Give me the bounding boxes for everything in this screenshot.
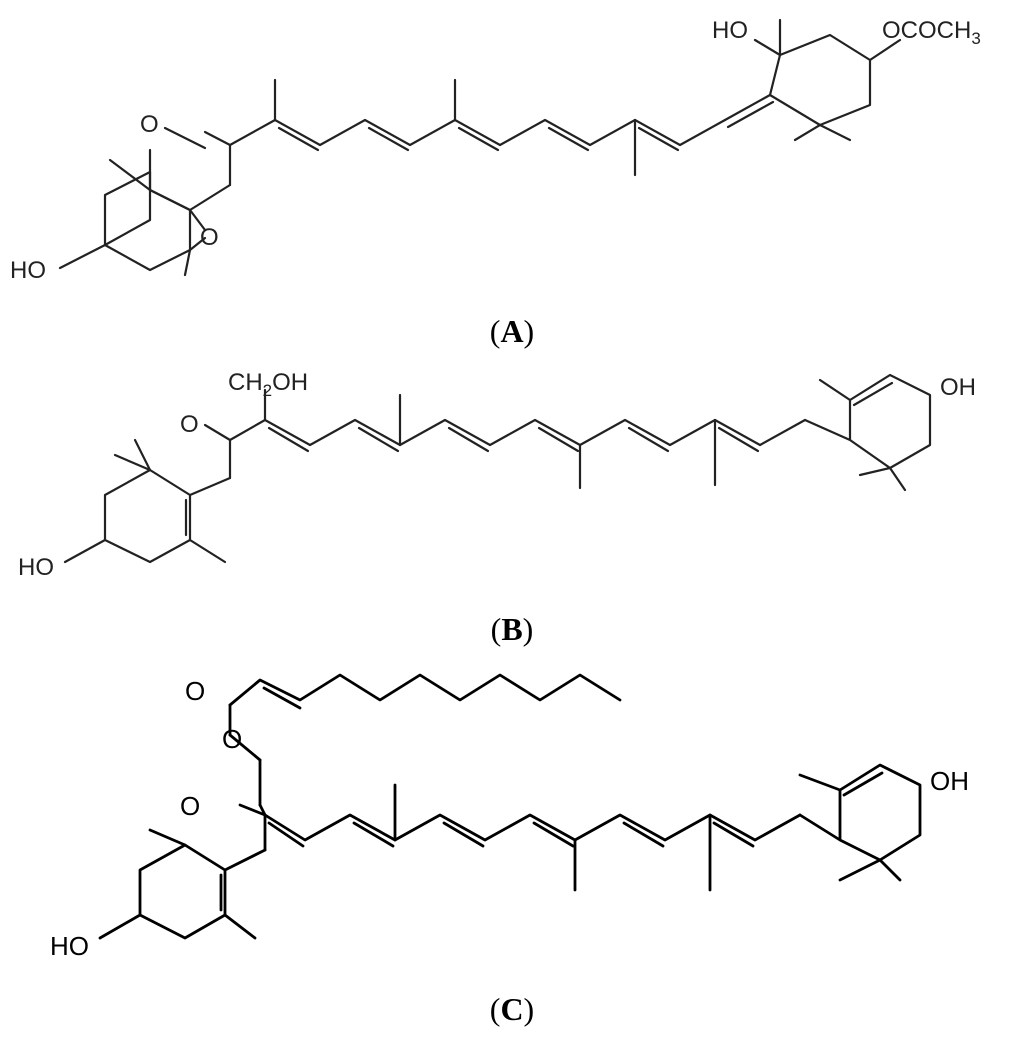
- atom-ketone-o: O: [140, 111, 159, 138]
- atom-ch2oh: CH2OH: [228, 369, 308, 400]
- atom-acetate: OCOCH3: [882, 17, 981, 48]
- atom-epoxide-o: O: [200, 224, 219, 251]
- atom-ketone-o: O: [180, 411, 199, 438]
- atom-ester-carbonyl-o: O: [185, 676, 205, 706]
- panel-label-a: (A): [490, 313, 534, 349]
- atom-ester-link-o: O: [222, 724, 242, 754]
- structure-a: HO O O HO OCOCH3: [10, 17, 981, 284]
- atom-oh-right: OH: [930, 766, 969, 796]
- structure-c: HO O O O OH: [50, 673, 969, 961]
- atom-ho-left: HO: [10, 257, 46, 284]
- atom-ho-left: HO: [50, 931, 89, 961]
- atom-ho-left: HO: [18, 554, 54, 581]
- panel-label-b: (B): [491, 611, 534, 647]
- structure-b: HO O CH2OH OH: [18, 369, 976, 581]
- atom-ho-right: HO: [712, 17, 748, 44]
- panel-label-c: (C): [490, 991, 534, 1027]
- atom-ketone-o: O: [180, 791, 200, 821]
- atom-oh-right: OH: [940, 374, 976, 401]
